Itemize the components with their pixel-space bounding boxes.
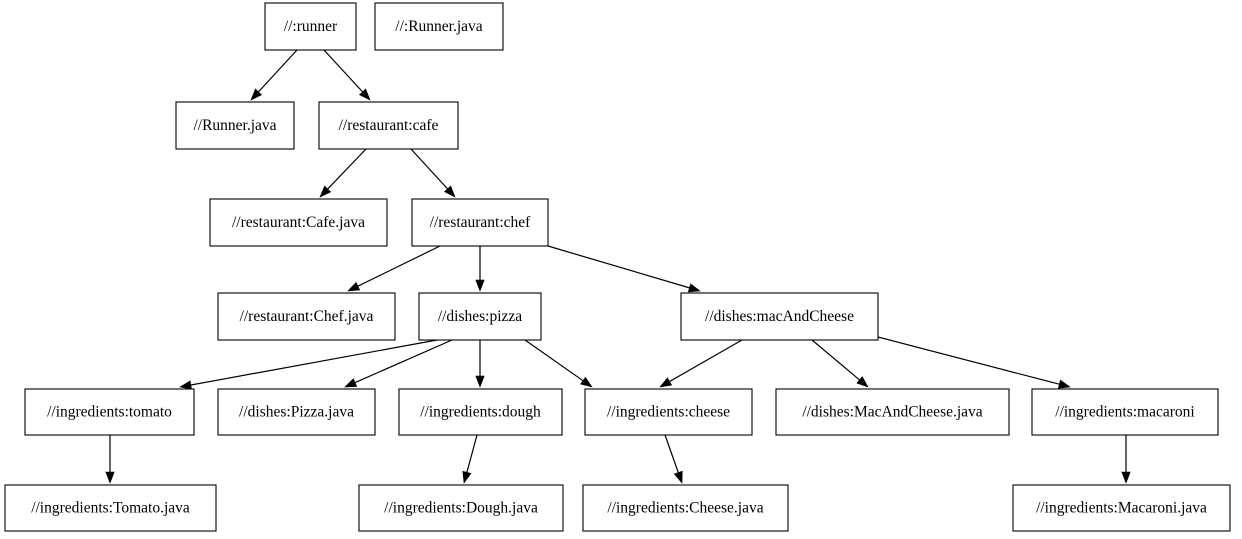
graph-node-ingredients_cheese[interactable]: //ingredients:cheese — [584, 388, 753, 436]
graph-edge — [410, 148, 456, 198]
graph-node-restaurant_chef_java[interactable]: //restaurant:Chef.java — [217, 292, 396, 341]
node-label: //dishes:pizza — [438, 308, 522, 325]
graph-edge — [319, 148, 367, 198]
graph-edge — [250, 49, 298, 101]
graph-edge — [344, 339, 453, 388]
edge-arrowhead — [250, 88, 263, 101]
node-box[interactable] — [1031, 388, 1219, 436]
graph-edge — [323, 49, 371, 101]
graph-node-dishes_macandcheese[interactable]: //dishes:macAndCheese — [680, 292, 879, 341]
node-box[interactable] — [217, 388, 376, 436]
edge-arrowhead — [105, 471, 115, 484]
graph-node-root_runner_java[interactable]: //:Runner.java — [374, 2, 504, 51]
node-label: //restaurant:Cafe.java — [232, 214, 365, 231]
graph-edge — [659, 339, 743, 388]
graph-edge — [811, 339, 869, 388]
edge-arrowhead — [659, 377, 673, 388]
node-box[interactable] — [775, 388, 1010, 436]
node-label: //ingredients:macaroni — [1055, 404, 1195, 421]
node-box[interactable] — [358, 484, 564, 532]
graph-nodes-layer: //:runner //:Runner.java //Runner.java //re… — [4, 2, 1231, 532]
node-box[interactable] — [264, 2, 357, 51]
graph-edge — [347, 245, 441, 292]
node-box[interactable] — [217, 292, 396, 341]
node-box[interactable] — [398, 388, 563, 436]
node-label: //ingredients:Macaroni.java — [1036, 500, 1207, 517]
graph-edge — [462, 434, 478, 484]
graph-node-restaurant_cafe[interactable]: //restaurant:cafe — [318, 101, 459, 150]
node-box[interactable] — [584, 388, 753, 436]
node-label: //ingredients:Dough.java — [384, 500, 538, 517]
node-box[interactable] — [4, 484, 217, 532]
edge-arrowhead — [673, 470, 683, 484]
node-box[interactable] — [24, 388, 195, 436]
edge-arrowhead — [580, 376, 593, 388]
node-box[interactable] — [680, 292, 879, 341]
graph-node-ingredients_tomato[interactable]: //ingredients:tomato — [24, 388, 195, 436]
edge-arrowhead — [347, 281, 361, 292]
graph-node-ingredients_dough[interactable]: //ingredients:dough — [398, 388, 563, 436]
edge-arrowhead — [358, 88, 371, 101]
node-label: //Runner.java — [193, 117, 276, 134]
graph-node-runner[interactable]: //:runner — [264, 2, 357, 51]
node-label: //dishes:Pizza.java — [239, 404, 354, 421]
edge-arrowhead — [443, 185, 456, 198]
node-box[interactable] — [411, 198, 549, 247]
node-label: //restaurant:cafe — [339, 117, 439, 134]
graph-edge — [877, 336, 1071, 389]
node-box[interactable] — [318, 101, 459, 150]
node-label: //ingredients:tomato — [47, 404, 172, 421]
node-box[interactable] — [418, 292, 542, 341]
edge-arrowhead — [462, 470, 472, 484]
node-label: //restaurant:Chef.java — [240, 308, 374, 325]
node-label: //:runner — [284, 18, 338, 35]
graph-node-ingredients_macaroni[interactable]: //ingredients:macaroni — [1031, 388, 1219, 436]
node-label: //ingredients:Tomato.java — [31, 500, 190, 517]
edge-arrowhead — [319, 185, 332, 198]
graph-edges-layer — [105, 49, 1131, 484]
graph-node-tomato_java[interactable]: //ingredients:Tomato.java — [4, 484, 217, 532]
graph-edge — [105, 435, 115, 484]
graph-node-restaurant_chef[interactable]: //restaurant:chef — [411, 198, 549, 247]
graph-node-restaurant_cafe_java[interactable]: //restaurant:Cafe.java — [209, 198, 388, 247]
graph-node-dishes_pizza_java[interactable]: //dishes:Pizza.java — [217, 388, 376, 436]
graph-edge — [475, 340, 485, 388]
graph-edge — [524, 339, 593, 388]
edge-arrowhead — [1121, 471, 1131, 484]
graph-node-runner_java[interactable]: //Runner.java — [175, 101, 295, 150]
graph-node-dishes_mac_java[interactable]: //dishes:MacAndCheese.java — [775, 388, 1010, 436]
edge-arrowhead — [475, 279, 485, 292]
edge-arrowhead — [856, 376, 869, 388]
node-box[interactable] — [1012, 484, 1231, 532]
node-label: //dishes:MacAndCheese.java — [802, 404, 982, 421]
node-box[interactable] — [175, 101, 295, 150]
graph-node-dough_java[interactable]: //ingredients:Dough.java — [358, 484, 564, 532]
graph-edge — [179, 339, 438, 390]
edge-arrowhead — [344, 378, 358, 388]
node-box[interactable] — [582, 484, 789, 532]
node-label: //ingredients:Cheese.java — [607, 500, 763, 517]
node-label: //dishes:macAndCheese — [705, 308, 854, 325]
graph-edge — [664, 434, 683, 484]
node-label: //ingredients:dough — [420, 404, 541, 421]
node-box[interactable] — [209, 198, 388, 247]
edge-arrowhead — [687, 283, 701, 293]
node-label: //restaurant:chef — [430, 214, 532, 231]
edge-arrowhead — [179, 380, 192, 390]
graph-edge — [475, 246, 485, 292]
node-label: //:Runner.java — [395, 18, 483, 35]
edge-arrowhead — [475, 375, 485, 388]
graph-node-cheese_java[interactable]: //ingredients:Cheese.java — [582, 484, 789, 532]
graph-edge — [547, 245, 701, 293]
node-label: //ingredients:cheese — [607, 404, 730, 421]
edge-arrowhead — [1057, 379, 1071, 389]
graph-node-dishes_pizza[interactable]: //dishes:pizza — [418, 292, 542, 341]
graph-edge — [1121, 435, 1131, 484]
graph-node-macaroni_java[interactable]: //ingredients:Macaroni.java — [1012, 484, 1231, 532]
node-box[interactable] — [374, 2, 504, 51]
